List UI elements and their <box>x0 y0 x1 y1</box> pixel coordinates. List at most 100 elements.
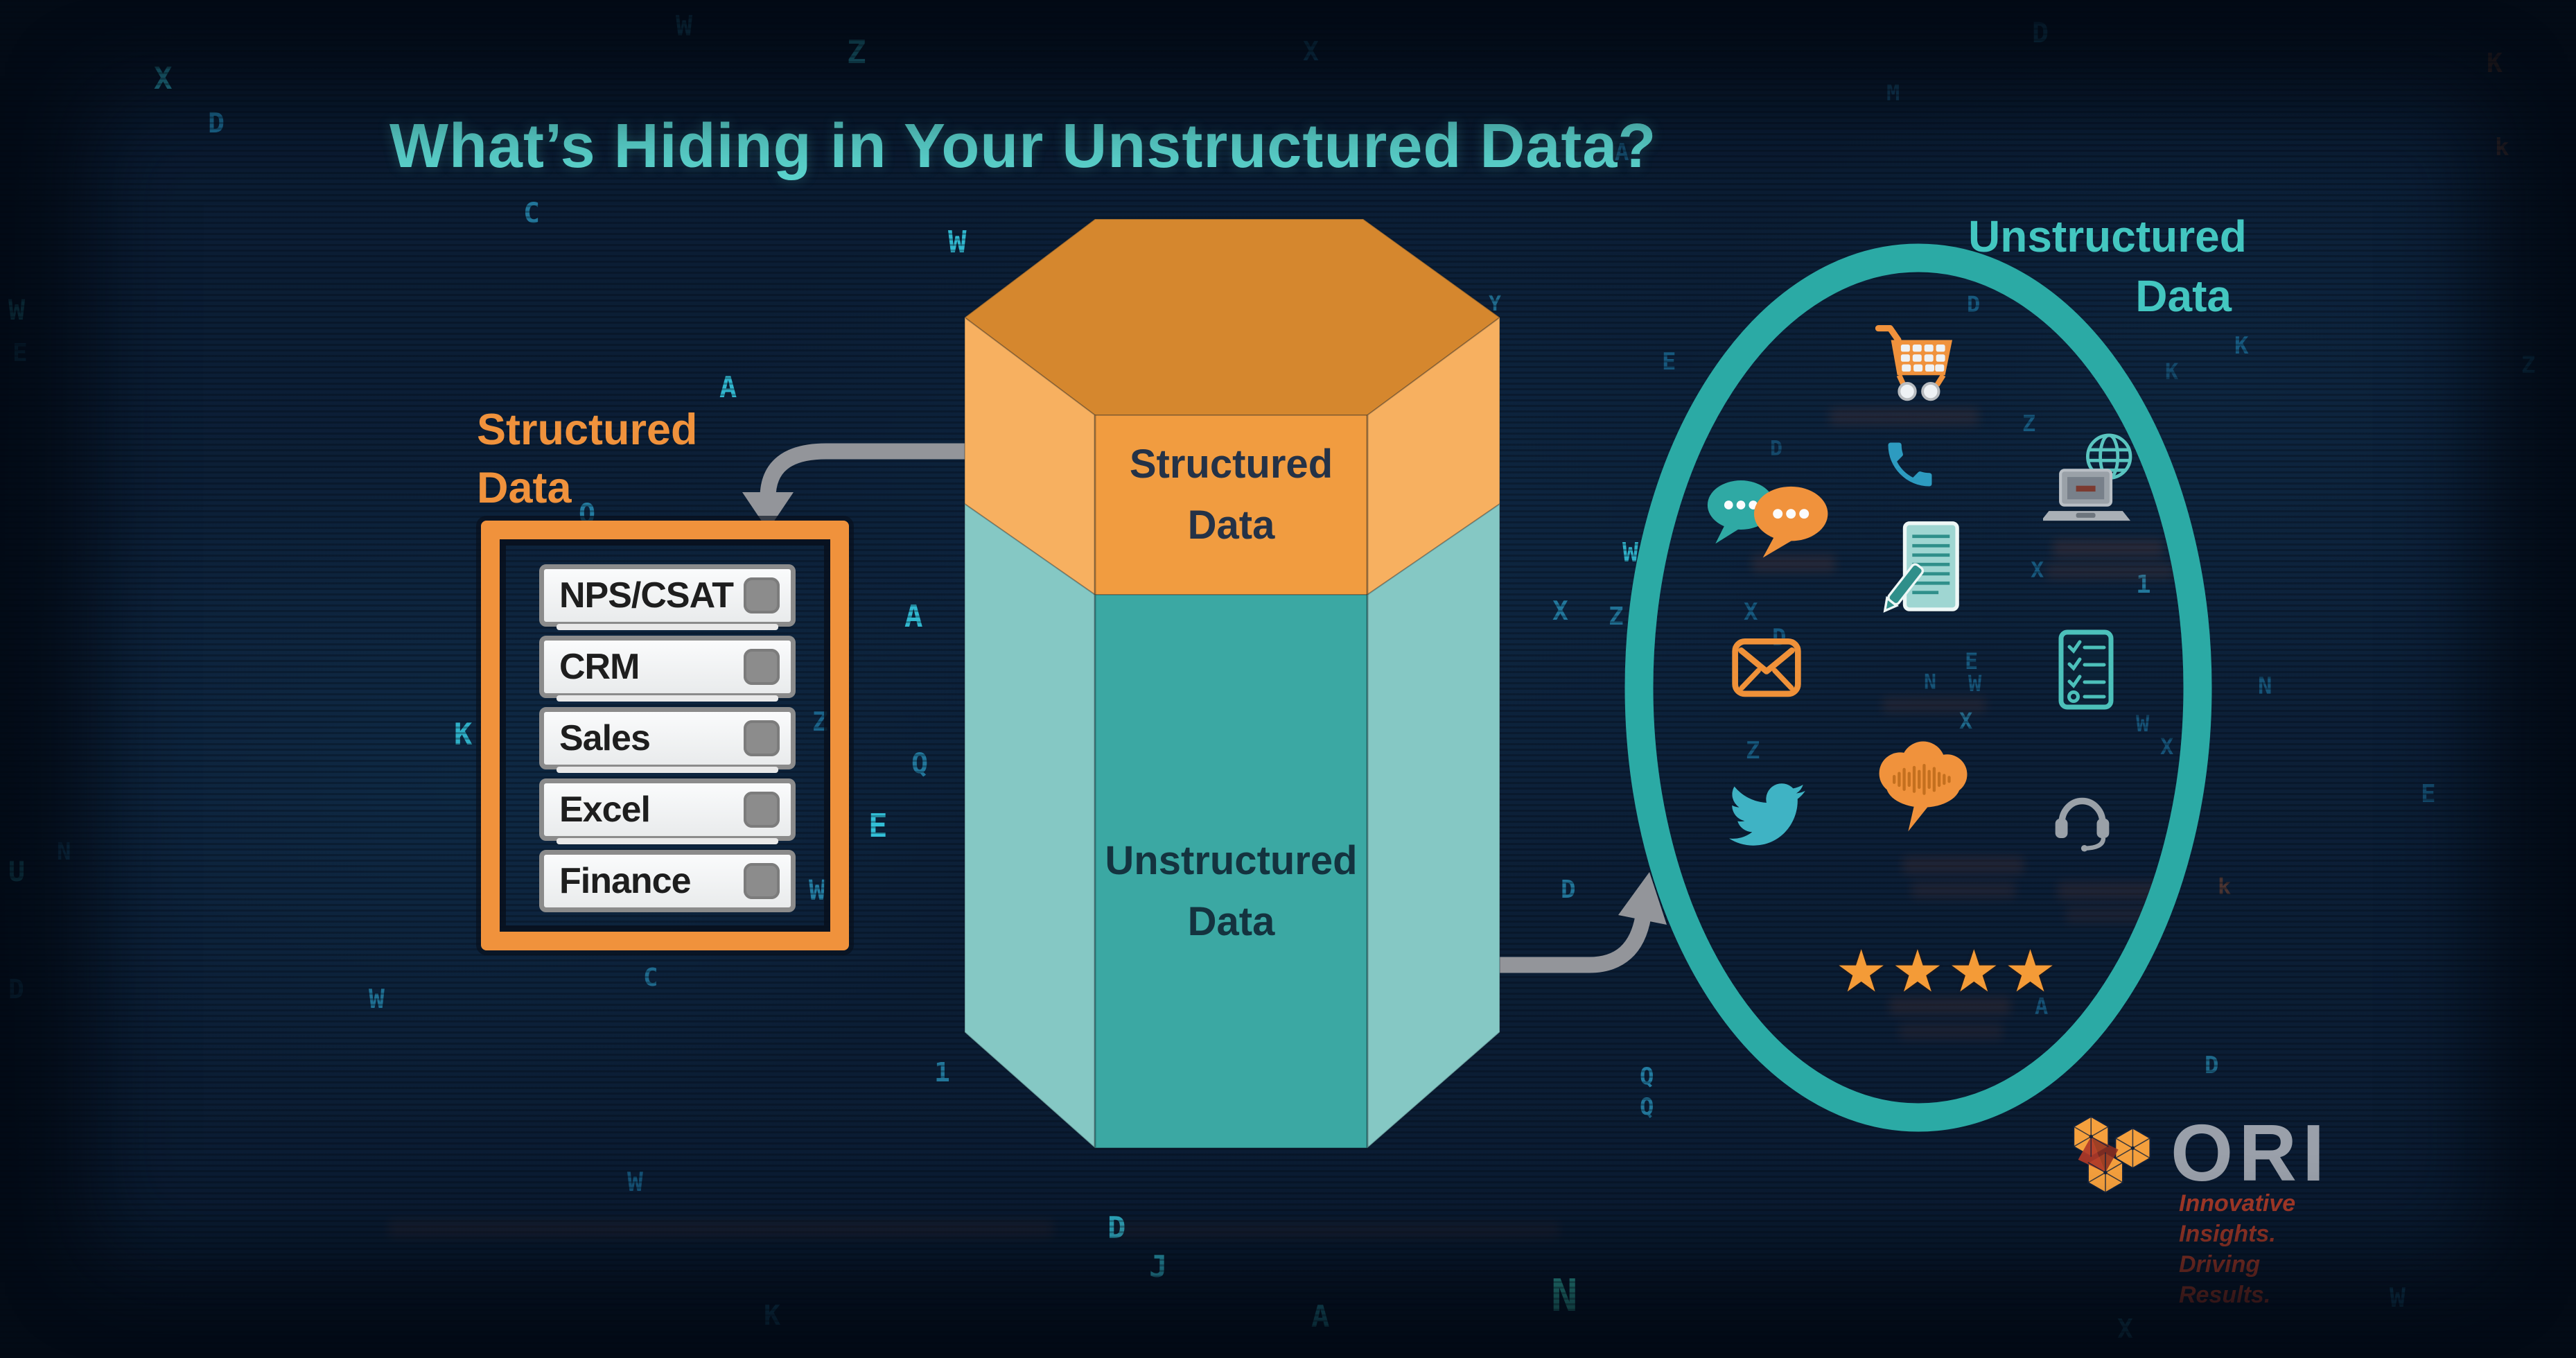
matrix-glyph: X <box>2031 557 2044 583</box>
matrix-glyph: E <box>1965 648 1979 674</box>
page-title: What’s Hiding in Your Unstructured Data? <box>389 112 1657 181</box>
ori-logo-mark <box>2073 1115 2151 1194</box>
matrix-glyph: W <box>1622 537 1638 568</box>
matrix-glyph: K <box>454 717 473 752</box>
matrix-glyph: E <box>868 807 888 844</box>
server-indicator-square <box>744 720 780 756</box>
matrix-glyph: 1 <box>934 1057 950 1088</box>
prism-unstructured-label: Unstructured Data <box>1095 830 1367 952</box>
server-row-excel: Excel <box>539 778 796 844</box>
matrix-glyph: K <box>764 1300 781 1332</box>
unstructured-data-heading: Unstructured Data <box>1968 207 2247 326</box>
data-prism <box>963 218 1501 1150</box>
email-icon <box>1729 632 1804 705</box>
prism-right-teal-face <box>1367 503 1500 1150</box>
matrix-glyph: D <box>2205 1052 2219 1079</box>
matrix-glyph: X <box>1959 708 1973 734</box>
matrix-glyph: X <box>2160 733 2174 760</box>
matrix-glyph: A <box>904 599 923 634</box>
server-row-nps-csat: NPS/CSAT <box>539 564 796 630</box>
matrix-glyph: Z <box>2022 410 2036 437</box>
ori-logo-name: ORI <box>2171 1108 2331 1198</box>
arrow-to-structured <box>742 443 991 530</box>
structured-heading-line2: Data <box>477 464 572 512</box>
unstructured-oval <box>1624 243 2212 1132</box>
matrix-glyph: D <box>1967 291 1981 317</box>
matrix-glyph: X <box>2117 1314 2133 1344</box>
ghost-label-smudge <box>388 1220 1053 1238</box>
matrix-glyph: N <box>1551 1271 1578 1322</box>
ghost-label-smudge <box>1882 697 1986 713</box>
arrow-to-unstructured <box>1490 872 1667 973</box>
orange-chat-bubble <box>1754 486 1828 558</box>
ghost-label-smudge <box>1889 997 2010 1015</box>
matrix-glyph: E <box>1662 348 1676 376</box>
matrix-glyph: A <box>719 370 737 404</box>
server-row-separator <box>556 838 779 844</box>
matrix-glyph: k <box>2218 873 2232 900</box>
matrix-glyph: k <box>2495 134 2509 162</box>
prism-unstructured-label-line2: Data <box>1187 899 1275 944</box>
unstructured-heading-line2: Data <box>2135 271 2232 321</box>
matrix-glyph: A <box>2035 993 2049 1020</box>
matrix-glyph: W <box>676 10 693 42</box>
ghost-label-smudge <box>2046 563 2174 580</box>
matrix-glyph: W <box>627 1167 643 1197</box>
structured-heading-line1: Structured <box>477 406 698 454</box>
matrix-glyph: U <box>8 856 26 888</box>
matrix-glyph: W <box>1968 670 1982 697</box>
server-row-label: NPS/CSAT <box>559 575 734 616</box>
server-row-crm: CRM <box>539 636 796 702</box>
phone-icon <box>1881 435 1939 497</box>
matrix-glyph: A <box>1615 139 1629 166</box>
matrix-glyph: W <box>8 295 26 327</box>
matrix-glyph: D <box>1770 437 1783 461</box>
matrix-glyph: M <box>1886 80 1900 106</box>
ori-tagline-line2: Driving Results. <box>2179 1251 2271 1308</box>
prism-unstructured-label-line1: Unstructured <box>1105 838 1358 883</box>
server-row-separator <box>556 624 779 630</box>
ghost-label-smudge <box>2053 539 2164 557</box>
server-row-sales: Sales <box>539 707 796 773</box>
voice-bubble-icon <box>1868 733 1979 841</box>
matrix-glyph: Y <box>1489 292 1502 316</box>
ghost-label-smudge <box>1911 882 2015 898</box>
prism-structured-label-line2: Data <box>1187 503 1275 548</box>
matrix-glyph: Z <box>1609 602 1624 631</box>
matrix-glyph: D <box>8 974 24 1004</box>
document-pen-icon <box>1877 517 1970 625</box>
matrix-glyph: D <box>1561 876 1576 904</box>
ori-tagline-line1: Innovative Insights. <box>2179 1190 2296 1247</box>
star-rating-icon: ★★★★ <box>1835 937 2061 1005</box>
matrix-glyph: Z <box>812 706 828 737</box>
ori-logo-tagline: Innovative Insights. Driving Results. <box>2179 1188 2295 1310</box>
matrix-glyph: W <box>2136 711 2150 737</box>
matrix-glyph: J <box>1149 1249 1168 1285</box>
matrix-glyph: K <box>2165 358 2179 385</box>
chat-bubbles-icon <box>1701 471 1833 568</box>
matrix-glyph: N <box>1924 670 1937 695</box>
matrix-glyph: C <box>643 964 658 992</box>
matrix-glyph: K <box>2487 48 2503 78</box>
twitter-bird-icon <box>1726 776 1809 856</box>
server-indicator-square <box>744 863 780 899</box>
matrix-glyph: C <box>523 198 541 229</box>
matrix-glyph: Q <box>911 748 929 780</box>
server-indicator-square <box>744 649 780 685</box>
matrix-glyph: D <box>208 107 225 139</box>
headset-icon <box>2046 779 2119 855</box>
prism-structured-label-line1: Structured <box>1129 442 1333 487</box>
matrix-glyph: X <box>154 61 173 96</box>
matrix-glyph: W <box>809 875 826 907</box>
matrix-glyph: E <box>12 339 28 367</box>
matrix-glyph: Z <box>1746 737 1760 765</box>
matrix-glyph: Z <box>847 33 866 71</box>
server-row-separator <box>556 767 779 773</box>
unstructured-heading-line1: Unstructured <box>1968 211 2247 261</box>
matrix-glyph: Z <box>2521 351 2536 379</box>
server-indicator-square <box>744 792 780 828</box>
matrix-glyph: 1 <box>2136 571 2151 599</box>
server-row-finance: Finance <box>539 850 796 912</box>
